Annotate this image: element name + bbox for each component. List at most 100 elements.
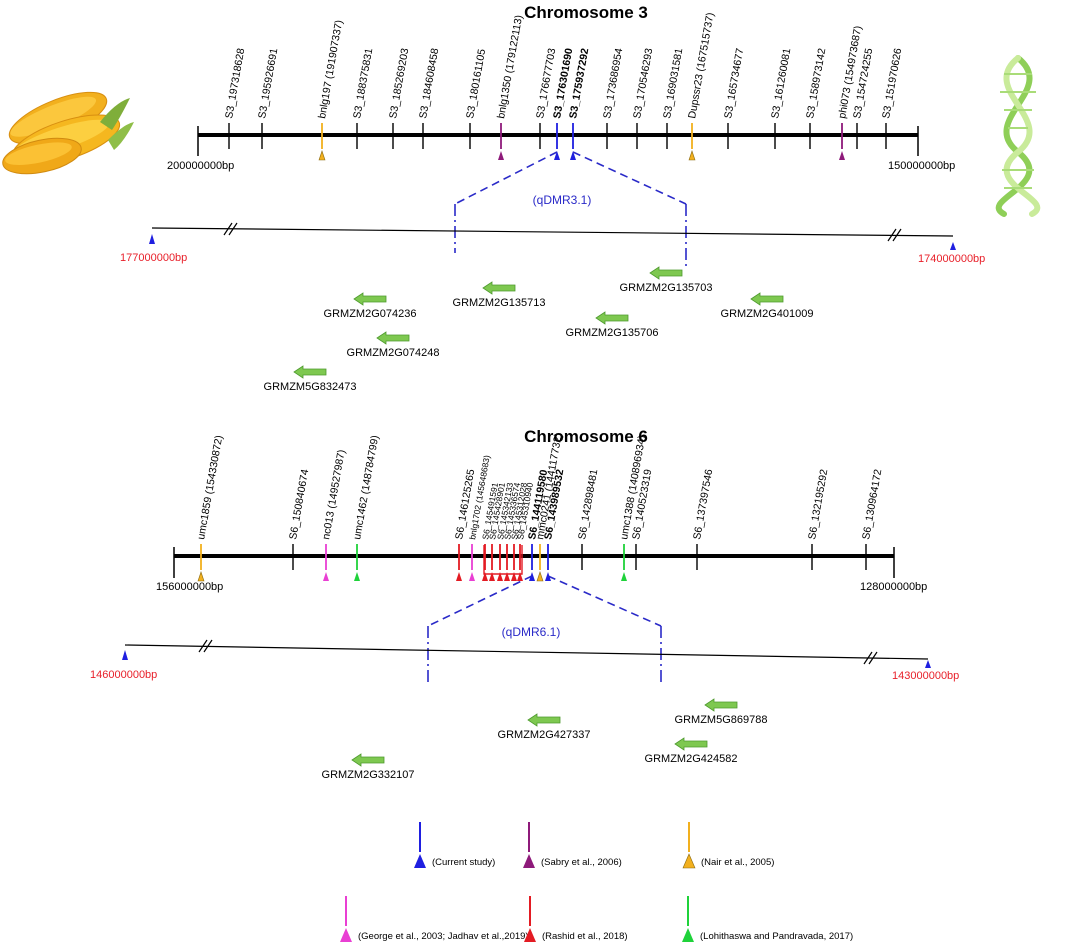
chr6-marker-triangle (511, 572, 517, 581)
gene-arrow-icon (750, 292, 784, 306)
chr6-gene: GRMZM5G869788 (675, 698, 768, 726)
chr3-marker-label: S3_173686954 (601, 47, 625, 119)
legend-item-rashid: (Rashid et al., 2018) (524, 896, 628, 942)
chr3-zoom-right-triangle (950, 242, 956, 250)
chr6-qtl-label: (qDMR6.1) (502, 625, 561, 639)
chr6-marker-label: S6_130964172 (860, 468, 884, 540)
chr3-marker-label: bnlg1350 (179122113) (495, 14, 525, 119)
legend-item-sabry: (Sabry et al., 2006) (523, 822, 622, 868)
chr3-marker-label: S3_195926691 (256, 47, 280, 119)
chr3-gene-label: GRMZM2G135703 (620, 282, 713, 294)
chr3-axis-break-left (223, 222, 238, 236)
chr3-gene: GRMZM2G135713 (453, 281, 545, 309)
chr3-marker-label: bnlg197 (191907337) (316, 19, 345, 119)
chr6-gene-label: GRMZM2G424582 (645, 753, 738, 765)
legend-text: (Rashid et al., 2018) (542, 931, 628, 942)
chr6-gene: GRMZM2G424582 (645, 737, 738, 765)
legend-triangle-icon (682, 853, 696, 869)
chr6-gene-label: GRMZM2G427337 (498, 729, 591, 741)
chr3-gene: GRMZM2G074236 (324, 292, 417, 320)
chr6-marker-triangle (469, 572, 475, 581)
chr6-marker-label: S6_142898481 (576, 468, 600, 540)
chr3-zoom-left-triangle (149, 234, 155, 244)
legend-triangle-icon (682, 928, 694, 942)
dna-helix-icon (995, 55, 1041, 217)
chr3-marker-triangle (318, 150, 326, 161)
chr3-gene-label: GRMZM2G135706 (566, 327, 659, 339)
chr3-zoom-right-bp: 174000000bp (918, 253, 985, 265)
chr6-marker-triangle (482, 572, 488, 581)
chr6-marker: nc013 (149527987) (320, 449, 348, 581)
chr3-markers: S3_197318628 S3_195926691 bnlg197 (1919073… (223, 12, 904, 161)
gene-arrow-icon (649, 266, 683, 280)
legend-item-lohithaswa: (Lohithaswa and Pandravada, 2017) (682, 896, 853, 942)
chr6-genes: GRMZM5G869788GRMZM2G427337GRMZM2G424582G… (322, 698, 768, 781)
chr6-marker-triangle (621, 572, 627, 581)
chr3-marker-triangle (498, 151, 504, 160)
chr3-marker-label: S3_184608458 (417, 47, 441, 119)
chr6-gene: GRMZM2G427337 (498, 713, 591, 741)
legend-triangle-icon (340, 928, 352, 942)
chr3-zoom-left-bp: 177000000bp (120, 252, 187, 264)
gene-arrow-icon (353, 292, 387, 306)
chr6-zoom-right-triangle (925, 660, 931, 668)
chr3-marker-label: S3_158973142 (804, 47, 828, 119)
chr6-marker-triangle (323, 572, 329, 581)
chr3-left-end-label: 200000000bp (167, 160, 234, 172)
chr6-marker-triangle (504, 572, 510, 581)
legend-triangle-icon (523, 854, 535, 868)
chr3-marker-label: S3_197318628 (223, 47, 247, 119)
chr3-gene-label: GRMZM2G074236 (324, 308, 417, 320)
chr3-marker-triangle (554, 151, 560, 160)
legend: (Current study)(Sabry et al., 2006)(Nair… (340, 822, 853, 942)
chr3-marker-triangle (839, 151, 845, 160)
chr6-gene-label: GRMZM2G332107 (322, 769, 415, 781)
chr6-marker-label: S6_137397546 (691, 468, 715, 540)
legend-text: (George et al., 2003; Jadhav et al.,2019… (358, 931, 529, 942)
corn-cobs-icon (2, 91, 134, 175)
chr6-gene: GRMZM2G332107 (322, 753, 415, 781)
chr6-marker-triangle (517, 572, 523, 581)
chr6-left-end-label: 156000000bp (156, 581, 223, 593)
chr6-marker-label: umc1462 (148784799) (351, 434, 381, 540)
chr3-marker: Dupssr23 (167515737) (686, 12, 717, 161)
chr6-marker: umc1462 (148784799) (351, 434, 381, 581)
chr6-gene-label: GRMZM5G869788 (675, 714, 768, 726)
chr3-marker-label: S3_170546293 (631, 47, 655, 119)
chr6-marker-triangle (489, 572, 495, 581)
gene-arrow-icon (482, 281, 516, 295)
chr6-right-end-label: 128000000bp (860, 581, 927, 593)
chr3-qtl-label: (qDMR3.1) (533, 193, 592, 207)
chr3-marker-label: S3_169031581 (661, 47, 685, 119)
gene-arrow-icon (376, 331, 410, 345)
gene-arrow-icon (595, 311, 629, 325)
legend-item-current: (Current study) (414, 822, 495, 868)
chr3-gene-label: GRMZM5G832473 (264, 381, 357, 393)
chr6-zoom-axis (124, 644, 929, 660)
chr6-marker-label: S6_132195292 (806, 468, 830, 540)
chr6-qtl-region: (qDMR6.1) (427, 575, 662, 686)
chr6-zoom-left-bp: 146000000bp (90, 669, 157, 681)
chr3-marker-triangle (570, 151, 576, 160)
gene-arrow-icon (351, 753, 385, 767)
chr6-marker-triangle (456, 572, 462, 581)
chr3-gene: GRMZM2G135706 (566, 311, 659, 339)
legend-triangle-icon (524, 928, 536, 942)
chr3-title: Chromosome 3 (524, 3, 648, 22)
chr3-gene: GRMZM2G074248 (347, 331, 439, 359)
gene-arrow-icon (674, 737, 708, 751)
chr6-rashid-cluster-bracket (483, 545, 523, 575)
chr6-marker-triangle (197, 571, 205, 582)
legend-text: (Lohithaswa and Pandravada, 2017) (700, 931, 853, 942)
chr3-gene: GRMZM5G832473 (264, 365, 357, 393)
chr6-marker-label: S6_150840674 (287, 468, 311, 540)
chr6-zoom-left-triangle (122, 650, 128, 660)
chr3-right-end-label: 150000000bp (888, 160, 955, 172)
chr6-zoom-right-bp: 143000000bp (892, 670, 959, 682)
chr6-marker: umc1859 (154330872) (195, 434, 225, 582)
chr6-marker-label: umc1859 (154330872) (195, 434, 225, 540)
chr3-marker-label: S3_185269203 (387, 47, 411, 119)
chr3-marker-label: S3_151970626 (880, 47, 904, 119)
